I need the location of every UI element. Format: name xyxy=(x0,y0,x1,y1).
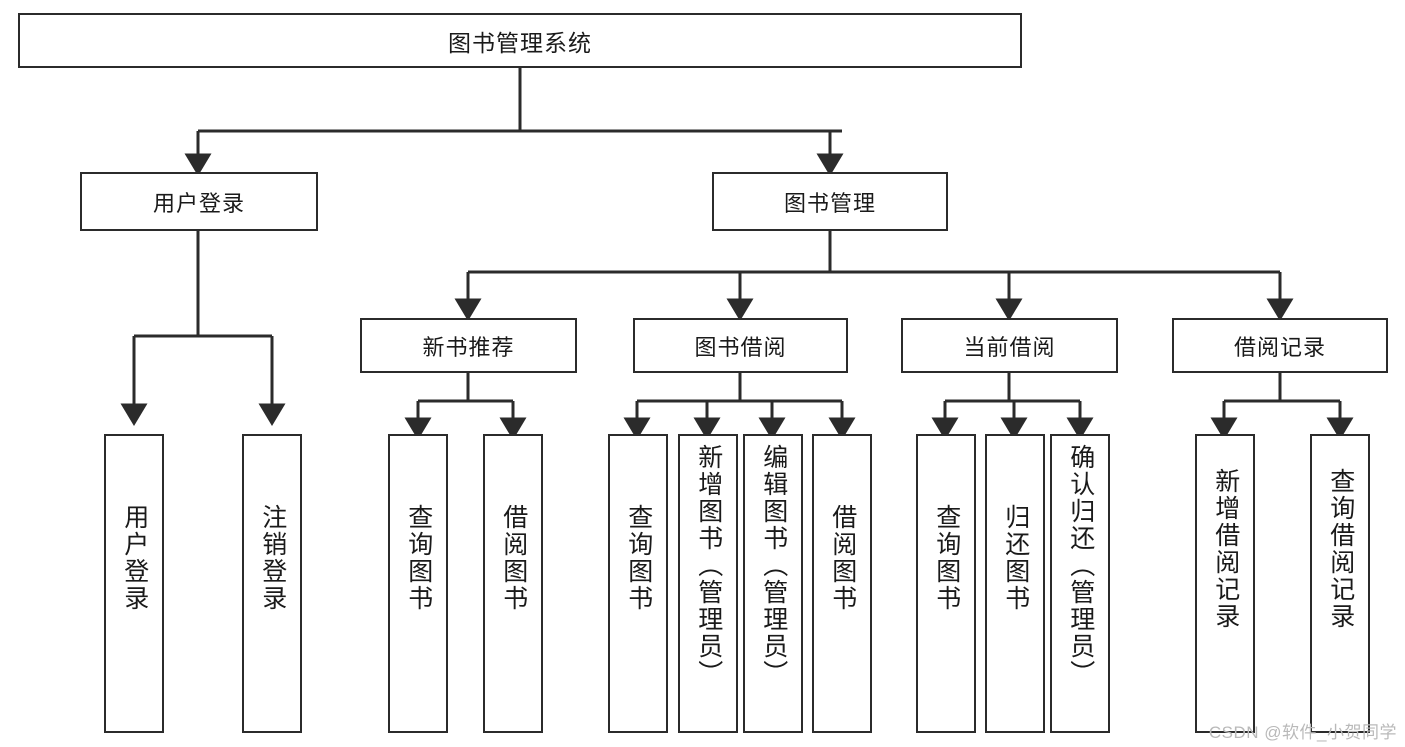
node-book-borrow[interactable]: 图书借阅 xyxy=(633,318,848,373)
leaf-edit-book-admin[interactable]: 编辑图书（管理员） xyxy=(743,434,803,733)
leaf-user-logout-label: 注销登录 xyxy=(258,504,287,612)
leaf-query-book-current[interactable]: 查询图书 xyxy=(916,434,976,733)
leaf-add-borrow-record[interactable]: 新增借阅记录 xyxy=(1195,434,1255,733)
node-current-borrow-label: 当前借阅 xyxy=(963,334,1056,360)
leaf-add-book-admin-label: 新增图书（管理员） xyxy=(694,444,723,687)
leaf-borrow-book[interactable]: 借阅图书 xyxy=(812,434,872,733)
leaf-add-borrow-record-label: 新增借阅记录 xyxy=(1211,468,1240,630)
leaf-confirm-return-admin-label: 确认归还（管理员） xyxy=(1066,444,1095,687)
leaf-return-book[interactable]: 归还图书 xyxy=(985,434,1045,733)
node-book-borrow-label: 图书借阅 xyxy=(694,334,787,360)
leaf-query-book-borrow[interactable]: 查询图书 xyxy=(608,434,668,733)
node-user-login-label: 用户登录 xyxy=(152,190,245,216)
leaf-user-logout[interactable]: 注销登录 xyxy=(242,434,302,733)
node-borrow-record[interactable]: 借阅记录 xyxy=(1172,318,1388,373)
leaf-query-book-current-label: 查询图书 xyxy=(932,504,961,612)
leaf-borrow-book-label: 借阅图书 xyxy=(828,504,857,612)
node-new-book-recommend-label: 新书推荐 xyxy=(422,334,515,360)
leaf-query-borrow-record[interactable]: 查询借阅记录 xyxy=(1310,434,1370,733)
node-borrow-record-label: 借阅记录 xyxy=(1233,334,1326,360)
leaf-query-borrow-record-label: 查询借阅记录 xyxy=(1326,468,1355,630)
leaf-confirm-return-admin[interactable]: 确认归还（管理员） xyxy=(1050,434,1110,733)
leaf-user-login-label: 用户登录 xyxy=(120,504,149,612)
root-node-label: 图书管理系统 xyxy=(448,29,592,56)
node-user-login[interactable]: 用户登录 xyxy=(80,172,318,231)
node-book-management[interactable]: 图书管理 xyxy=(712,172,948,231)
leaf-add-book-admin[interactable]: 新增图书（管理员） xyxy=(678,434,738,733)
leaf-query-book-recommend[interactable]: 查询图书 xyxy=(388,434,448,733)
root-node[interactable]: 图书管理系统 xyxy=(18,13,1022,68)
leaf-borrow-book-recommend-label: 借阅图书 xyxy=(499,504,528,612)
node-current-borrow[interactable]: 当前借阅 xyxy=(901,318,1118,373)
leaf-return-book-label: 归还图书 xyxy=(1001,504,1030,612)
leaf-edit-book-admin-label: 编辑图书（管理员） xyxy=(759,444,788,687)
watermark-text: CSDN @软件_小贺同学 xyxy=(1208,723,1397,742)
node-book-management-label: 图书管理 xyxy=(783,190,876,216)
leaf-user-login[interactable]: 用户登录 xyxy=(104,434,164,733)
leaf-query-book-recommend-label: 查询图书 xyxy=(404,504,433,612)
leaf-query-book-borrow-label: 查询图书 xyxy=(624,504,653,612)
node-new-book-recommend[interactable]: 新书推荐 xyxy=(360,318,577,373)
leaf-borrow-book-recommend[interactable]: 借阅图书 xyxy=(483,434,543,733)
